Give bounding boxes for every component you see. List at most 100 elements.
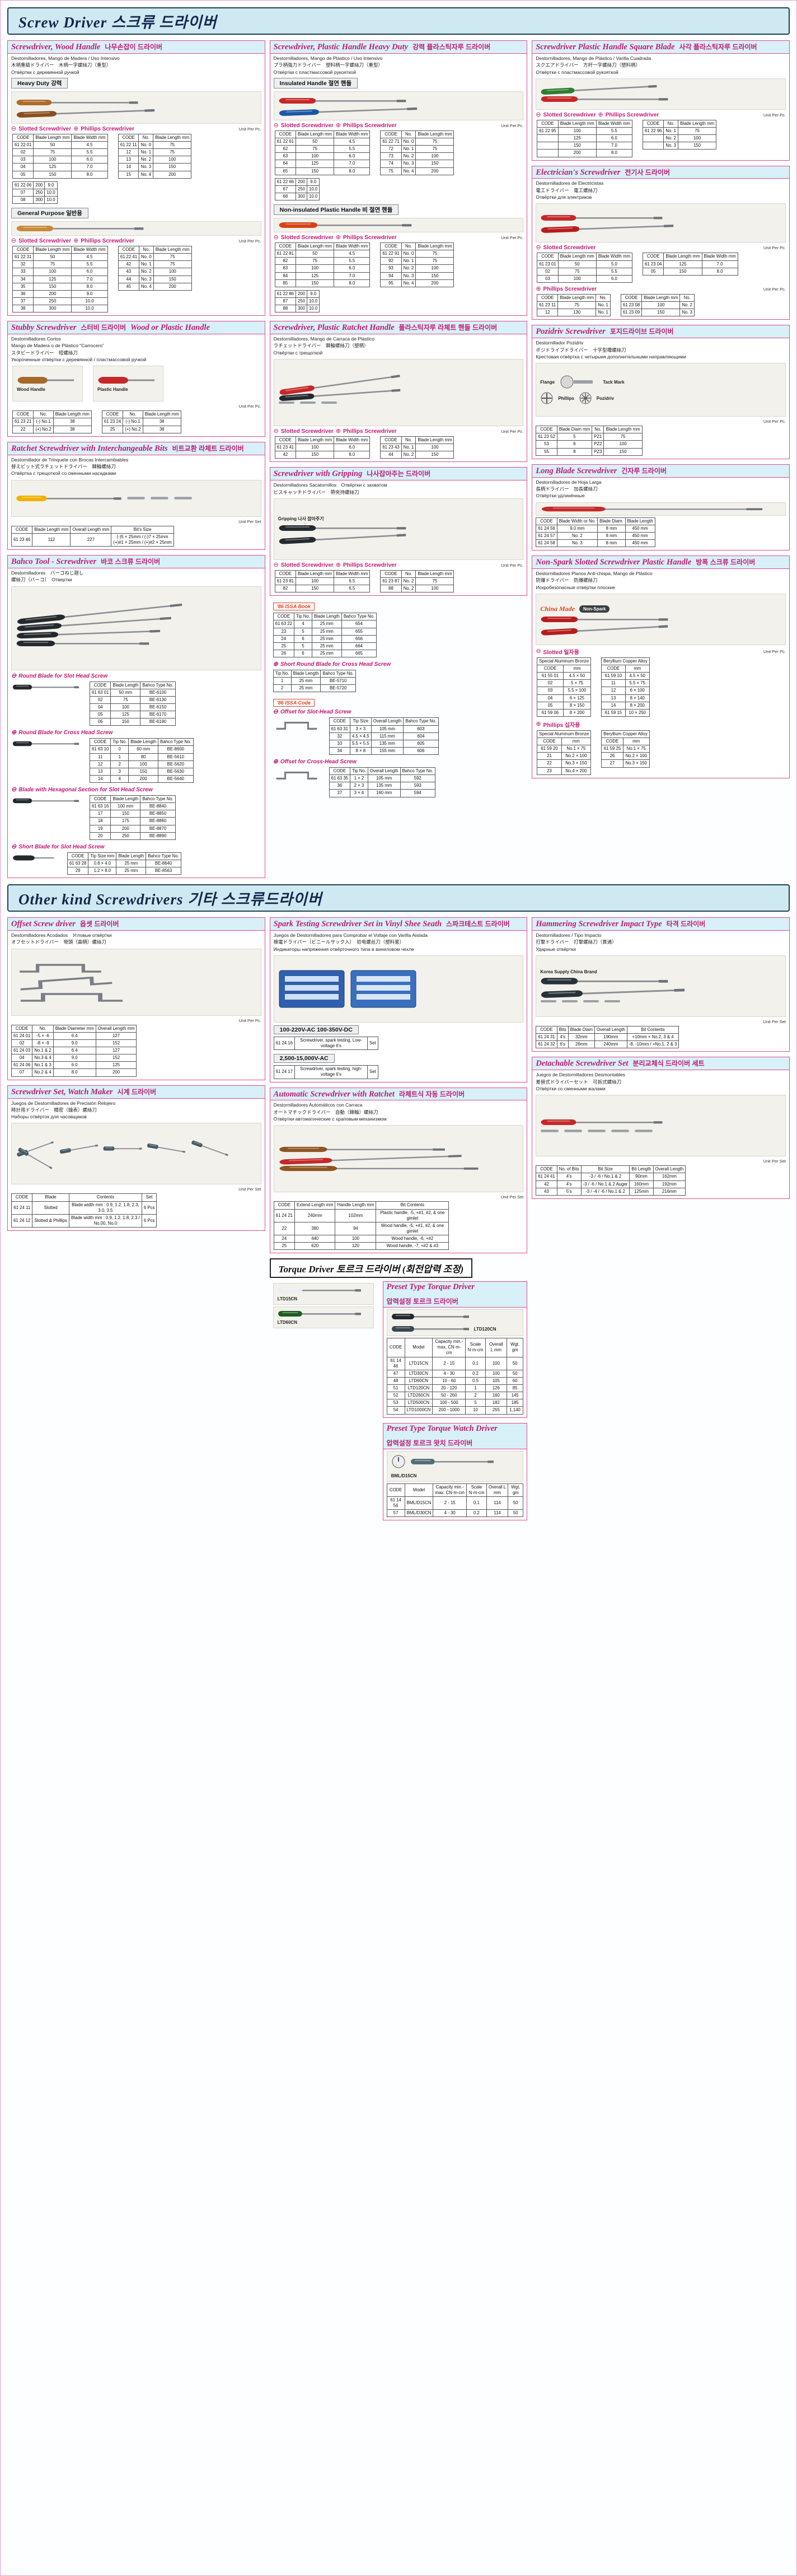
column-header: mm xyxy=(561,737,592,746)
table-cell xyxy=(537,142,559,150)
table-cell: 47 xyxy=(386,1369,405,1378)
column-header: Blade Length xyxy=(128,738,159,746)
table-cell: 227 xyxy=(70,533,112,547)
table-cell: 75 xyxy=(415,145,454,153)
column-header: Scale N·m-cm xyxy=(465,1338,486,1357)
group-header: Special Aluminum Bronze xyxy=(537,657,592,666)
table-cell: 64 xyxy=(274,160,297,168)
column-header: CODE xyxy=(536,517,557,525)
screwdriver-illustration xyxy=(97,376,159,385)
table-cell: 61 22 66 xyxy=(274,178,297,186)
table-cell: 25 mm xyxy=(311,634,342,643)
offset-screwdriver-illustration xyxy=(274,720,319,731)
bit-illustration xyxy=(540,999,557,1004)
column-header: Blade Length xyxy=(625,517,655,525)
table-cell: 61 59 20 xyxy=(537,745,562,753)
table-cell: 100 xyxy=(603,440,643,449)
table-cell: LTD60CN xyxy=(404,1376,433,1385)
table-cell: 150 xyxy=(153,275,192,283)
bahco-subsection-title: ⊖ Short Blade for Slot Head Screw xyxy=(8,843,265,851)
table-cell: 5 xyxy=(294,627,312,636)
box-title: Detachable Screwdriver Set xyxy=(536,1059,629,1068)
table-cell: LTD120CN xyxy=(404,1384,433,1393)
plastic-ratchet-box: Screwdriver, Plastic Ratchet Handle 플라스틱… xyxy=(269,321,528,463)
table-cell: 6.0 xyxy=(53,1061,96,1070)
unit-per-set-label: Unit Per Set xyxy=(238,519,261,524)
table-cell: 592 xyxy=(400,774,435,783)
table-cell: BE-8890 xyxy=(140,832,176,840)
table-cell: 60 mm xyxy=(128,745,159,754)
unit-per-pc-label: Unit Per Pc. xyxy=(238,404,261,409)
box-description: Destornilladores Planos Anti-chispa, Man… xyxy=(532,569,789,592)
table-cell: 38 xyxy=(12,304,34,313)
table-cell: 19 xyxy=(89,824,111,833)
bit-illustration xyxy=(174,496,193,501)
table-cell: 61 59 25 xyxy=(601,745,623,753)
table-cell: 61 63 31 xyxy=(329,725,351,733)
type-label-row: ⊖ Slotted Screwdriver ⊕ Phillips Screwdr… xyxy=(532,111,789,119)
screwdriver-illustration xyxy=(278,105,418,118)
phillips-icon: ⊕ xyxy=(73,237,79,244)
table-cell: 8 × 150 xyxy=(562,701,592,710)
table-cell: Plastic handle, -5, +#1, #2, & one gimle… xyxy=(376,1208,449,1222)
table-cell: 120 xyxy=(335,1242,377,1250)
table-cell: 61 24 21 xyxy=(273,1208,296,1222)
column-right: Screwdriver Plastic Handle Square Blade … xyxy=(532,40,790,783)
table-cell: 8 mm xyxy=(597,524,626,533)
table-cell: 114 xyxy=(486,1496,509,1510)
column-header: CODE xyxy=(329,767,351,776)
watchmaker-box: Screwdriver Set, Watch Maker 시계 드라이버 Jue… xyxy=(7,1085,265,1231)
box-subtitle: 강력 플라스틱자루 드라이버 xyxy=(412,43,491,51)
table-cell: 4's xyxy=(556,1033,569,1042)
desc-line: Destornilladores, Mango de Carraca de Pl… xyxy=(273,336,375,342)
column-header: Blade Length xyxy=(311,613,342,621)
unit-per-set-label: Unit Per Set xyxy=(500,1194,524,1200)
table-cell: 54 xyxy=(386,1406,405,1415)
table-cell: 61 22 96 xyxy=(643,127,664,136)
table-cell: 88 xyxy=(380,585,402,593)
table-cell: Set xyxy=(367,1065,378,1079)
desc-line: Индикаторы напряжения отвёрточного типа … xyxy=(273,946,414,952)
table-cell: 61 14 56 xyxy=(386,1496,405,1510)
column-header: Blade Length xyxy=(110,681,141,689)
column-header: Handle Length mm xyxy=(335,1201,377,1210)
column-header: Blade Diam. xyxy=(597,517,626,525)
phillips-label: Phillips Screwdriver xyxy=(605,111,659,118)
unit-row: Unit Per Set xyxy=(8,1186,265,1192)
table-cell: 04 xyxy=(89,703,111,712)
table-cell: 6.0 xyxy=(334,444,371,452)
table-cell: Wood handle, -6, +#2 xyxy=(376,1234,449,1243)
unit-per-pc-label: Unit Per Pc. xyxy=(763,648,786,654)
unit-per-set-label: Unit Per Set xyxy=(763,1159,786,1164)
preset-torque-box: Preset Type Torque Driver 압력설정 토르크 드라이버 … xyxy=(382,1281,528,1418)
column-header: Blade Length mm xyxy=(33,245,72,254)
column-header: Extend Length mm xyxy=(294,1201,336,1210)
table-cell: 61 23 21 xyxy=(12,418,34,426)
table-cell: 75 xyxy=(153,253,192,262)
